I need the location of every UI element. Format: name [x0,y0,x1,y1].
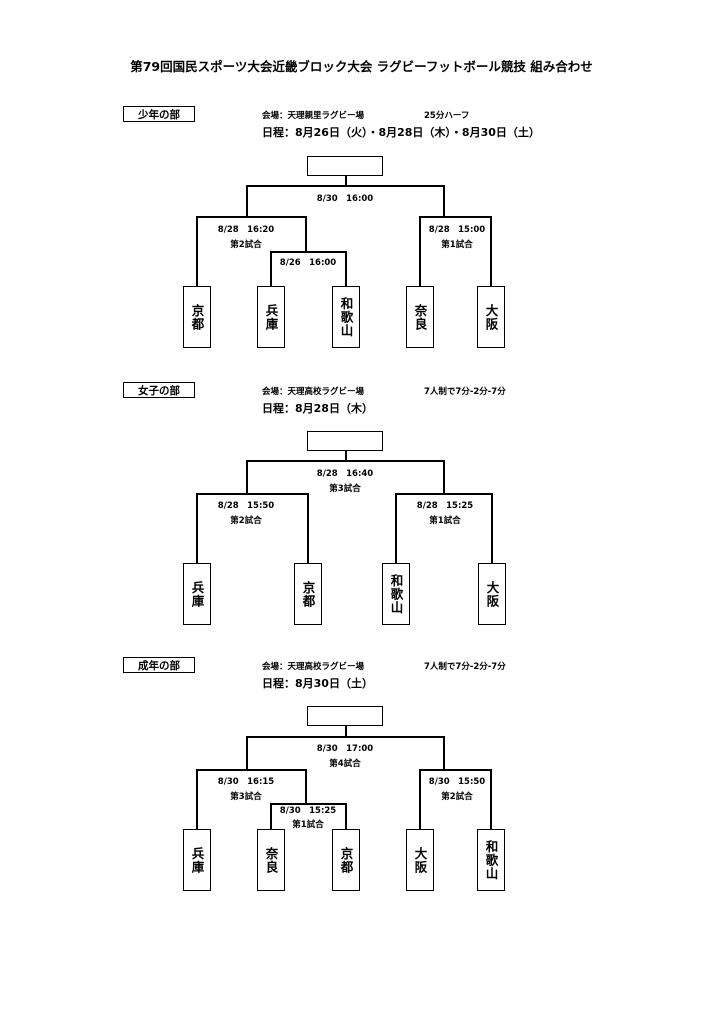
champion-box [307,156,383,176]
match-name-right: 第1試合 [429,516,461,526]
match-time-inner: 8/30 15:25 [279,806,337,816]
team-box: 奈良 [257,829,285,891]
team-box: 大阪 [477,286,505,348]
match-time-right: 8/28 15:25 [416,501,474,511]
match-time-right: 8/28 15:00 [428,225,486,235]
match-time-final: 8/28 16:40 [316,469,374,479]
schedule: 日程：8月30日（土） [262,677,373,690]
division-label: 少年の部 [123,106,195,122]
schedule: 日程：8月26日（火）・8月28日（木）・8月30日（土） [262,126,540,139]
team-box: 大阪 [478,563,506,625]
match-time-right: 8/30 15:50 [428,777,486,787]
venue: 会場：天理高校ラグビー場 [262,662,365,672]
match-name-final: 第4試合 [329,759,361,769]
match-name-right: 第2試合 [441,792,473,802]
team-box: 和歌山 [332,286,360,348]
team-box: 和歌山 [382,563,410,625]
team-box: 京都 [294,563,322,625]
venue: 会場：天理高校ラグビー場 [262,387,365,397]
team-box: 兵庫 [183,829,211,891]
match-name-right: 第1試合 [441,240,473,250]
match-time-final: 8/30 17:00 [316,744,374,754]
match-name-left: 第2試合 [230,516,262,526]
team-box: 大阪 [406,829,434,891]
match-format: 25分ハーフ [424,111,470,121]
match-time-final: 8/30 16:00 [316,194,374,204]
team-box: 兵庫 [257,286,285,348]
schedule: 日程：8月28日（木） [262,402,373,415]
match-time-inner: 8/26 16:00 [279,258,337,268]
match-name-left: 第2試合 [230,240,262,250]
page-title: 第79回国民スポーツ大会近畿ブロック大会 ラグビーフットボール競技 組み合わせ [130,59,593,74]
champion-box [307,431,383,451]
division-label: 女子の部 [123,382,195,398]
match-time-left: 8/28 15:50 [217,501,275,511]
match-name-inner: 第1試合 [292,820,324,830]
team-box: 和歌山 [477,829,505,891]
team-box: 奈良 [406,286,434,348]
match-format: 7人制で7分-2分-7分 [424,662,506,672]
team-box: 京都 [183,286,211,348]
division-label: 成年の部 [123,657,195,673]
match-time-left: 8/28 16:20 [217,225,275,235]
match-time-left: 8/30 16:15 [217,777,275,787]
team-box: 兵庫 [183,563,211,625]
match-name-final: 第3試合 [329,484,361,494]
team-box: 京都 [332,829,360,891]
match-name-left: 第3試合 [230,792,262,802]
champion-box [307,706,383,726]
match-format: 7人制で7分-2分-7分 [424,387,506,397]
venue: 会場：天理親里ラグビー場 [262,111,365,121]
